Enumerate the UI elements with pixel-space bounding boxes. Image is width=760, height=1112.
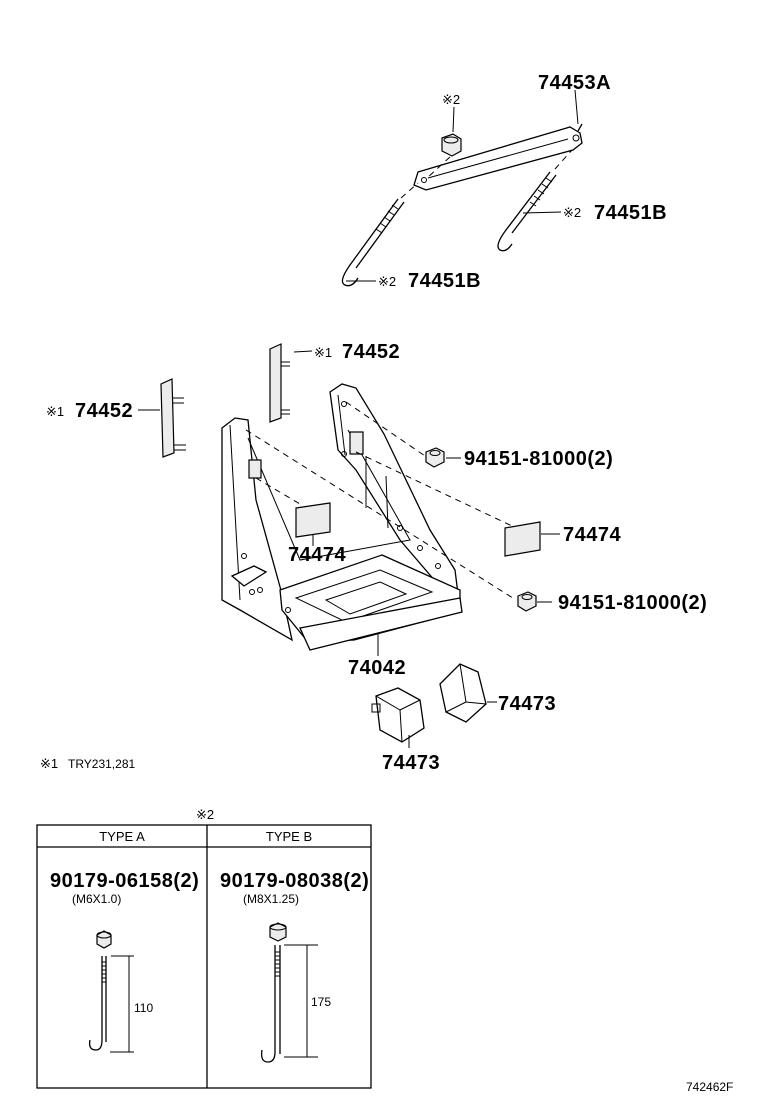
battery-clamp-drawing	[413, 123, 583, 191]
part-label-stopper-right[interactable]: 74473	[498, 693, 556, 715]
type-a-header: TYPE A	[99, 829, 145, 844]
type-a-length: 110	[134, 1001, 153, 1015]
note2-mark-bolt-left: ※2	[378, 274, 396, 289]
type-a-part-number[interactable]: 90179-06158(2)	[50, 870, 199, 892]
type-a-hook-bolt-drawing	[88, 930, 134, 1053]
bolt-type-table	[36, 824, 372, 1089]
insulator-pad-left-drawing	[295, 502, 331, 546]
note2-mark-bolt-right: ※2	[563, 205, 581, 220]
type-b-spec: (M8X1.25)	[243, 892, 299, 906]
hook-bolt-right-drawing	[497, 149, 573, 252]
hook-bolt-left-drawing	[341, 182, 419, 287]
type-b-header: TYPE B	[266, 829, 312, 844]
stopper-left-drawing	[371, 687, 425, 748]
type-b-part-number[interactable]: 90179-08038(2)	[220, 870, 369, 892]
part-label-plate-left[interactable]: 74452	[75, 400, 133, 422]
stopper-right-drawing	[439, 663, 497, 723]
insulator-pad-right-drawing	[504, 521, 560, 557]
part-label-nut-lower[interactable]: 94151-81000(2)	[558, 592, 707, 614]
part-label-nut-upper[interactable]: 94151-81000(2)	[464, 448, 613, 470]
illustration-id: 742462F	[686, 1080, 733, 1094]
type-b-hook-bolt-drawing	[260, 922, 318, 1063]
footnote-text: TRY231,281	[68, 757, 135, 771]
part-label-pad-left[interactable]: 74474	[288, 544, 346, 566]
note2-mark-clamp-nut: ※2	[442, 92, 460, 107]
part-label-hook-bolt-right[interactable]: 74451B	[594, 202, 667, 224]
flange-nut-lower-drawing	[517, 591, 552, 612]
type-b-length: 175	[311, 995, 331, 1009]
part-label-hook-bolt-left[interactable]: 74451B	[408, 270, 481, 292]
part-label-carrier[interactable]: 74042	[348, 657, 406, 679]
footnote-mark: ※1	[40, 756, 58, 771]
note1-mark-plate-right: ※1	[314, 345, 332, 360]
part-label-pad-right[interactable]: 74474	[563, 524, 621, 546]
flange-nut-upper-drawing	[425, 447, 461, 468]
part-label-plate-right[interactable]: 74452	[342, 341, 400, 363]
type-a-spec: (M6X1.0)	[72, 892, 121, 906]
part-label-stopper-left[interactable]: 74473	[382, 752, 440, 774]
spacer-plate-right-drawing	[269, 343, 313, 423]
clamp-nut-drawing	[426, 133, 462, 179]
spacer-plate-left-drawing	[138, 378, 186, 458]
table-note2-mark: ※2	[196, 807, 214, 822]
battery-carrier-drawing	[221, 383, 463, 651]
note1-mark-plate-left: ※1	[46, 404, 64, 419]
part-label-clamp[interactable]: 74453A	[538, 72, 611, 94]
